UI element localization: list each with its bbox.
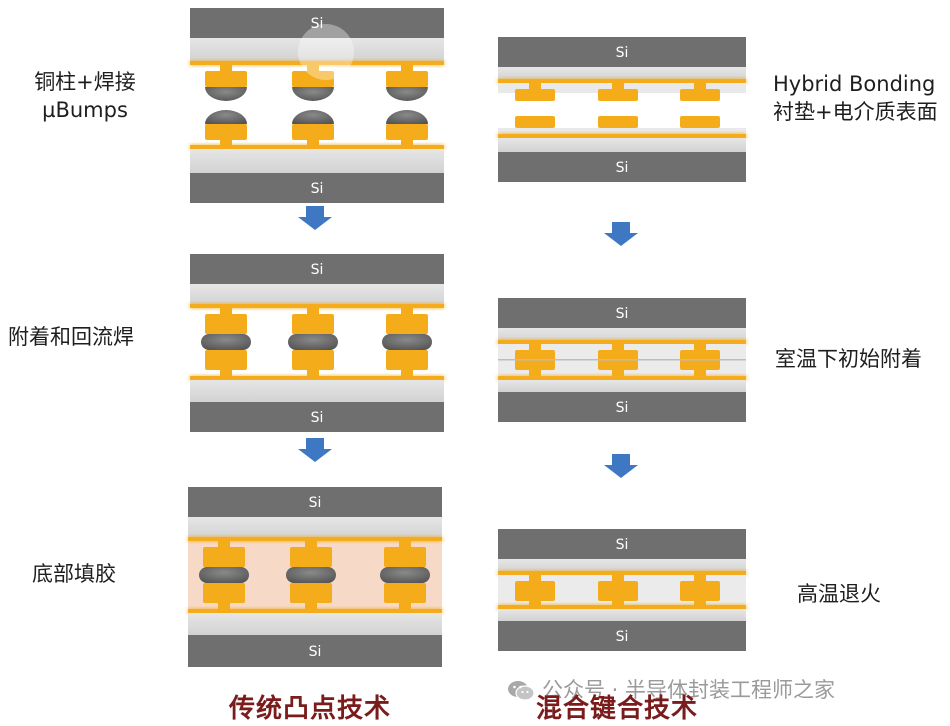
dielectric-top	[190, 38, 444, 62]
watermark-text: 公众号 · 半导体封装工程师之家	[542, 678, 836, 702]
down-arrow-icon	[298, 438, 332, 462]
si-label: Si	[616, 629, 629, 645]
copper-pillars-bottom	[205, 124, 428, 147]
si-label: Si	[616, 45, 629, 61]
si-labels: Si Si Si Si Si Si Si Si Si Si Si Si	[309, 16, 629, 660]
silicon-bottom	[190, 173, 444, 203]
si-label: Si	[309, 495, 322, 511]
solder-caps-bottom	[205, 110, 428, 124]
label-copper-pillar-line2: µBumps	[42, 98, 128, 122]
left-step3	[188, 487, 442, 667]
caption-traditional-bump: 传统凸点技术	[229, 694, 392, 724]
label-copper-pillar: 铜柱+焊接 µBumps	[10, 68, 160, 124]
down-arrow-icon	[604, 454, 638, 478]
left-step1	[190, 8, 444, 203]
label-copper-pillar-line1: 铜柱+焊接	[34, 70, 136, 94]
copper-pillars-top	[205, 64, 428, 87]
dielectric-bottom	[190, 149, 444, 173]
si-label: Si	[309, 644, 322, 660]
reflowed-solder	[201, 334, 432, 350]
si-label: Si	[616, 306, 629, 322]
right-step2	[498, 298, 746, 422]
si-label: Si	[616, 400, 629, 416]
label-hybrid-bonding-line2: 衬垫+电介质表面	[773, 100, 938, 124]
redistribution-line-top	[190, 61, 444, 65]
right-step3	[498, 529, 746, 651]
solder-caps-top	[205, 87, 428, 101]
caption-hybrid-bonding: 混合键合技术	[536, 694, 699, 724]
si-label: Si	[616, 537, 629, 553]
si-label: Si	[311, 410, 324, 426]
label-hybrid-bonding-line1: Hybrid Bonding	[773, 72, 936, 96]
down-arrow-icon	[298, 206, 332, 230]
down-arrow-icon	[604, 222, 638, 246]
label-room-temp-attach: 室温下初始附着	[775, 347, 922, 371]
left-step2	[190, 254, 444, 432]
label-anneal: 高温退火	[797, 582, 881, 606]
si-label: Si	[311, 181, 324, 197]
watermark: 公众号 · 半导体封装工程师之家	[506, 674, 835, 704]
highlight-glare	[298, 24, 354, 80]
label-attach-reflow: 附着和回流焊	[8, 325, 134, 349]
wechat-icon	[508, 681, 535, 701]
label-underfill: 底部填胶	[32, 562, 116, 586]
redistribution-line-bottom	[190, 145, 444, 149]
si-label: Si	[311, 262, 324, 278]
right-step1	[498, 37, 746, 182]
label-hybrid-bonding: Hybrid Bonding 衬垫+电介质表面	[773, 70, 950, 126]
silicon-top	[190, 8, 444, 38]
si-label: Si	[311, 16, 324, 32]
si-label: Si	[616, 160, 629, 176]
